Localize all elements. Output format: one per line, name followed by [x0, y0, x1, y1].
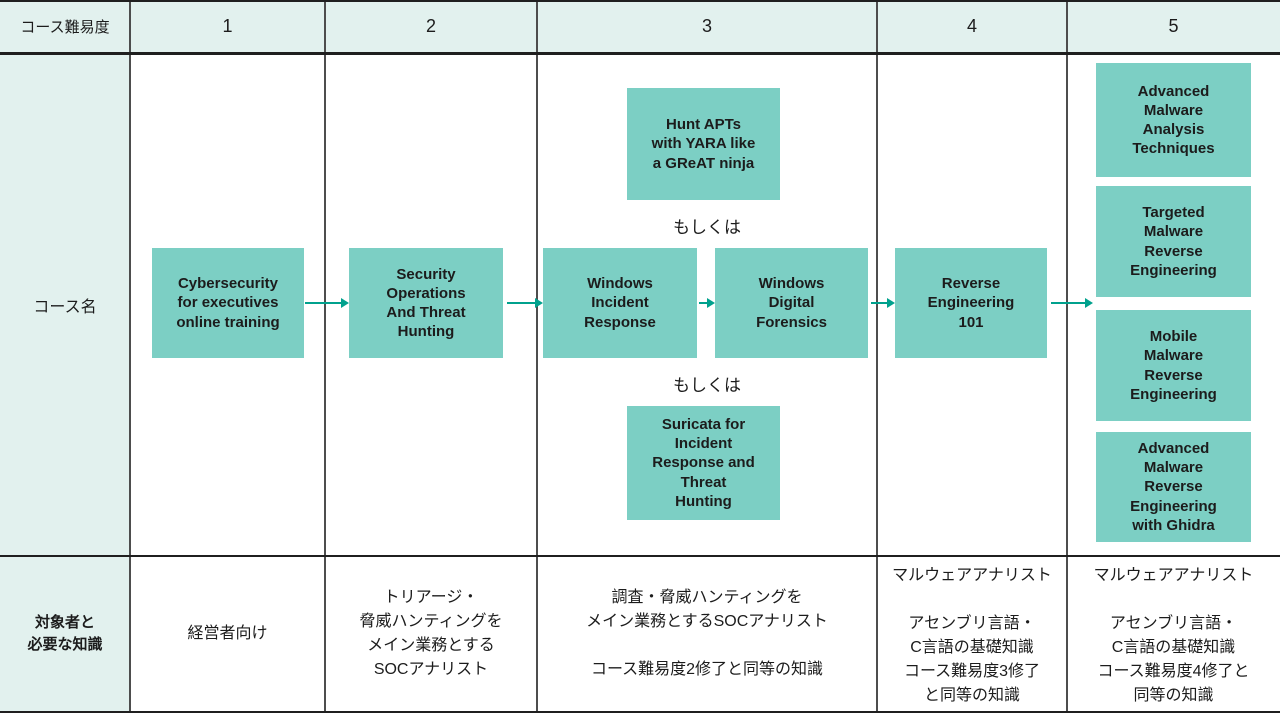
or-label-upper: もしくは [673, 217, 741, 237]
course-box-suricata: Suricata for Incident Response and Threa… [627, 406, 780, 520]
audience-level-5: マルウェアアナリスト アセンブリ言語・ C言語の基礎知識 コース難易度4修了と … [1093, 567, 1254, 704]
grid-vline [324, 0, 326, 711]
arrow-level4-to-level5 [1051, 298, 1093, 308]
header-level-4: 4 [966, 15, 977, 36]
audience-level-4: マルウェアアナリスト アセンブリ言語・ C言語の基礎知識 コース難易度3修了 と… [892, 567, 1052, 704]
label-column-background [0, 0, 130, 711]
grid-vline [536, 0, 538, 711]
arrow-level1-to-level2 [305, 298, 349, 308]
header-level-1: 1 [222, 15, 233, 36]
grid-vline [876, 0, 878, 711]
course-box-security-operations-threat-hunting: Security Operations And Threat Hunting [349, 248, 503, 358]
header-level-5: 5 [1168, 15, 1179, 36]
audience-row-label: 対象者と 必要な知識 [27, 613, 103, 654]
arrow-level2-to-level3 [507, 298, 543, 308]
course-box-windows-digital-forensics: Windows Digital Forensics [715, 248, 868, 358]
table-bottom-border [0, 711, 1280, 713]
or-label-lower: もしくは [673, 375, 741, 395]
header-level-3: 3 [701, 15, 712, 36]
arrow-incident-response-to-forensics [699, 298, 715, 308]
grid-vline [1066, 0, 1068, 711]
header-bottom-border [0, 52, 1280, 55]
course-box-cybersecurity-for-executives: Cybersecurity for executives online trai… [152, 248, 304, 358]
audience-level-1: 経営者向け [187, 625, 268, 642]
course-box-targeted-malware-reverse-engineering: Targeted Malware Reverse Engineering [1096, 186, 1251, 297]
table-top-border [0, 0, 1280, 2]
course-box-hunt-apts-yara: Hunt APTs with YARA like a GReAT ninja [627, 88, 780, 200]
grid-vline [129, 0, 131, 711]
course-row-label: コース名 [33, 299, 97, 316]
course-box-advanced-malware-re-ghidra: Advanced Malware Reverse Engineering wit… [1096, 432, 1251, 542]
header-difficulty-label: コース難易度 [20, 18, 110, 36]
row-divider [0, 555, 1280, 557]
arrow-level3-to-level4 [871, 298, 895, 308]
audience-level-2: トリアージ・ 脅威ハンティングを メイン業務とする SOCアナリスト [359, 589, 503, 678]
audience-level-3: 調査・脅威ハンティングを メイン業務とするSOCアナリスト コース難易度2修了と… [586, 589, 828, 678]
course-box-reverse-engineering-101: Reverse Engineering 101 [895, 248, 1047, 358]
course-box-windows-incident-response: Windows Incident Response [543, 248, 697, 358]
course-box-advanced-malware-analysis: Advanced Malware Analysis Techniques [1096, 63, 1251, 177]
course-box-mobile-malware-reverse-engineering: Mobile Malware Reverse Engineering [1096, 310, 1251, 421]
header-level-2: 2 [425, 15, 436, 36]
